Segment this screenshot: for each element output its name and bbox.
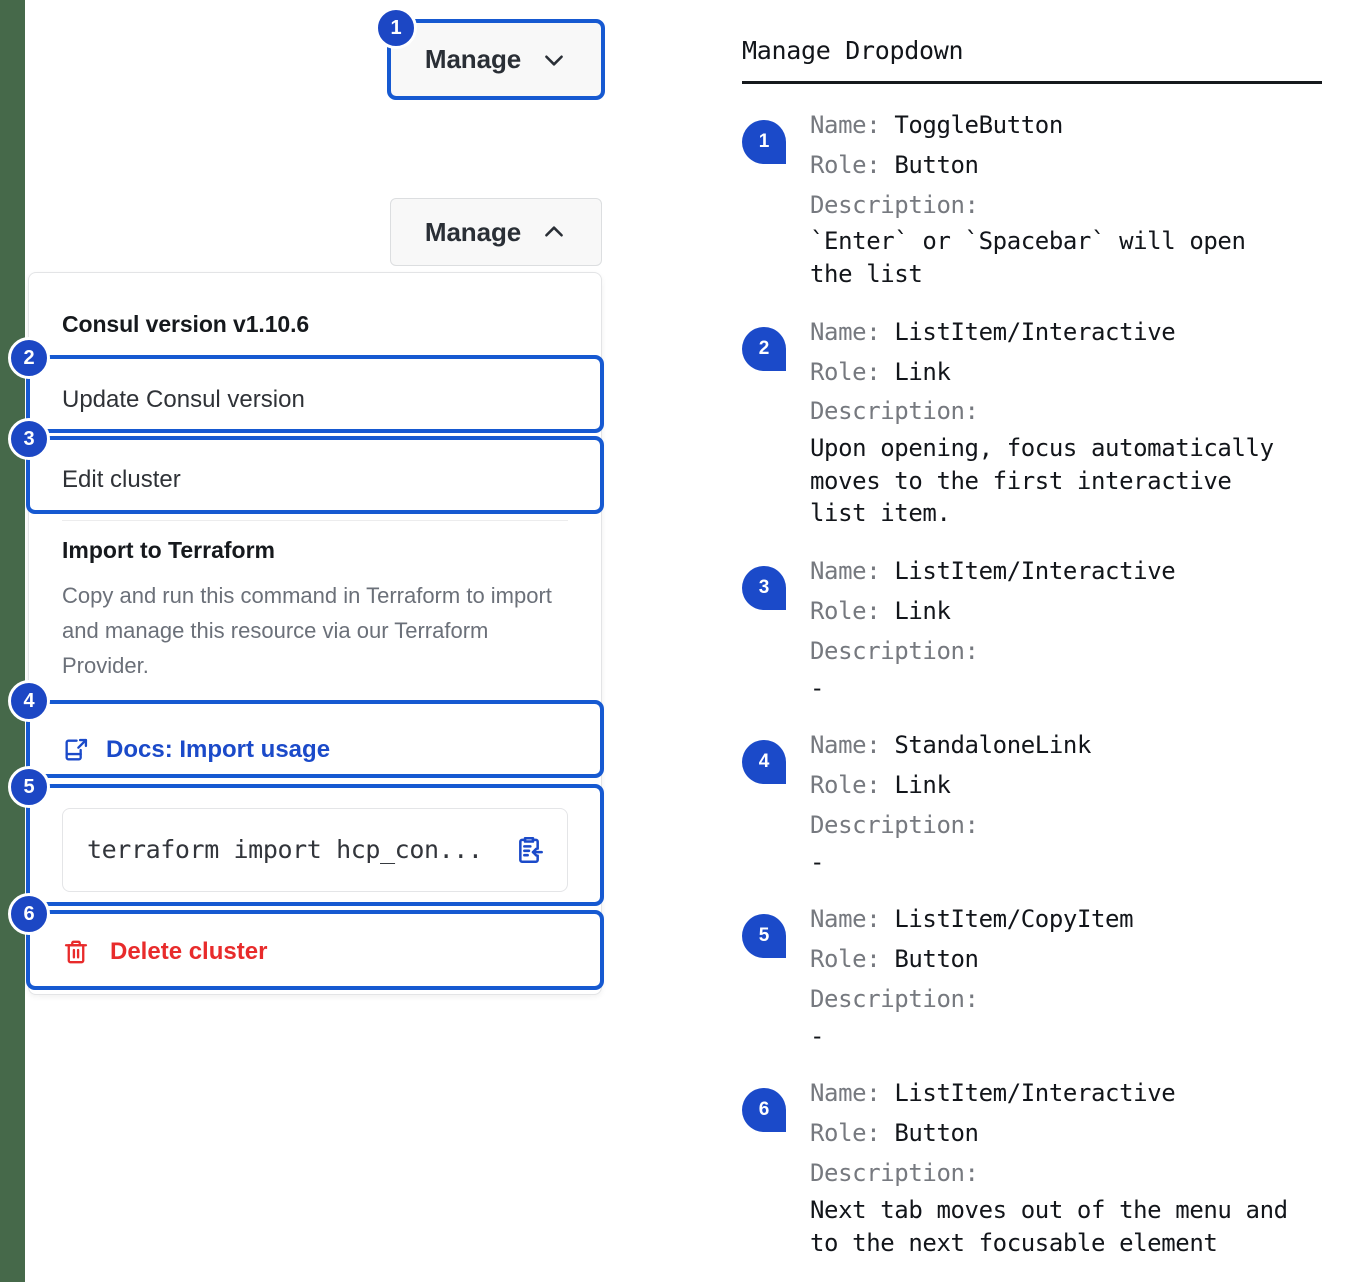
spec-name-label: Name: <box>810 111 881 139</box>
menu-divider <box>62 520 568 521</box>
menu-item-update-consul-version[interactable]: Update Consul version <box>29 360 601 440</box>
spec-description-value: Upon opening, focus automatically moves … <box>810 434 1274 528</box>
annotation-badge-6: 6 <box>8 893 50 935</box>
menu-item-label: Delete cluster <box>110 937 268 965</box>
spec-list-item: 4 Name: StandaloneLink Role: Link Descri… <box>742 726 1322 878</box>
docs-external-link-icon <box>62 736 90 764</box>
dropdown-heading: Consul version v1.10.6 <box>62 311 310 337</box>
spec-role-value: Button <box>894 945 979 974</box>
import-to-terraform-section: Import to Terraform Copy and run this co… <box>29 521 601 710</box>
spec-badge-3: 3 <box>742 566 786 611</box>
spec-badge-5: 5 <box>742 914 786 959</box>
spec-description-label: Description: <box>810 636 979 665</box>
spec-panel-rule <box>742 81 1322 84</box>
spec-role-label: Role: <box>810 1119 881 1148</box>
spec-panel: Manage Dropdown 1 Name: ToggleButton Rol… <box>742 36 1322 1281</box>
spec-role-value: Button <box>894 1119 979 1148</box>
spec-description-label: Description: <box>810 984 979 1013</box>
spec-badge-4: 4 <box>742 740 786 785</box>
clipboard-copy-icon[interactable] <box>513 834 545 866</box>
spec-name-label: Name: <box>810 557 881 586</box>
chevron-down-icon <box>541 47 567 73</box>
spec-badge-2: 2 <box>742 326 786 371</box>
spec-description-label: Description: <box>810 397 979 426</box>
spec-role-value: Link <box>894 771 951 800</box>
spec-role-label: Role: <box>810 771 881 800</box>
menu-item-label: Edit cluster <box>62 466 181 493</box>
manage-toggle-label-expanded: Manage <box>424 216 522 247</box>
dropdown-demo-column: Manage 1 Manage Consul version v1.10.6 U… <box>8 7 605 995</box>
spec-list-item: 5 Name: ListItem/CopyItem Role: Button D… <box>742 900 1322 1052</box>
spec-list-item: 1 Name: ToggleButton Role: Button Descri… <box>742 106 1322 291</box>
spec-list-item: 6 Name: ListItem/Interactive Role: Butto… <box>742 1074 1322 1259</box>
spec-panel-title: Manage Dropdown <box>742 36 964 65</box>
spec-role-value: Button <box>894 150 979 179</box>
trash-icon <box>62 938 90 966</box>
spec-name-value: ListItem/Interactive <box>894 557 1176 586</box>
spec-list-item: 3 Name: ListItem/Interactive Role: Link … <box>742 552 1322 704</box>
spec-name-label: Name: <box>810 905 881 934</box>
copy-command-text: terraform import hcp_con... <box>87 835 483 865</box>
spec-name-label: Name: <box>810 1079 881 1108</box>
copy-command-row: terraform import hcp_con... <box>29 790 601 912</box>
annotation-badge-3: 3 <box>8 418 50 460</box>
annotation-badge-4: 4 <box>8 680 50 722</box>
manage-toggle-button-collapsed[interactable]: Manage <box>390 22 602 97</box>
chevron-up-icon <box>541 219 567 245</box>
spec-role-label: Role: <box>810 596 881 625</box>
spec-name-label: Name: <box>810 731 881 760</box>
spec-description-label: Description: <box>810 190 979 219</box>
page-left-edge <box>0 0 25 1282</box>
menu-item-label: Docs: Import usage <box>106 735 331 763</box>
spec-description-label: Description: <box>810 810 979 839</box>
spec-description-value: - <box>810 673 825 702</box>
manage-toggle-button-expanded[interactable]: Manage <box>390 198 602 266</box>
section-description: Copy and run this command in Terraform t… <box>62 583 552 679</box>
spec-name-value: ListItem/Interactive <box>894 1079 1176 1108</box>
spec-name-label: Name: <box>810 317 881 346</box>
menu-item-edit-cluster[interactable]: Edit cluster <box>29 440 601 520</box>
manage-toggle-label: Manage <box>424 44 522 74</box>
menu-item-docs-import-usage[interactable]: Docs: Import usage <box>29 710 601 790</box>
spec-name-value: StandaloneLink <box>894 731 1092 760</box>
spec-description-label: Description: <box>810 1159 979 1188</box>
spec-badge-6: 6 <box>742 1088 786 1133</box>
annotation-badge-5: 5 <box>8 766 50 808</box>
spec-name-value: ListItem/CopyItem <box>894 905 1134 934</box>
spec-name-value: ToggleButton <box>894 111 1063 139</box>
spec-description-value: Next tab moves out of the menu and to th… <box>810 1195 1288 1257</box>
section-title: Import to Terraform <box>62 537 275 563</box>
spec-description-value: `Enter` or `Spacebar` will open the list <box>810 227 1246 289</box>
spec-role-value: Link <box>894 596 951 625</box>
spec-name-value: ListItem/Interactive <box>894 317 1176 346</box>
spec-list-item: 2 Name: ListItem/Interactive Role: Link … <box>742 313 1322 530</box>
spec-role-label: Role: <box>810 945 881 974</box>
menu-item-delete-cluster[interactable]: Delete cluster <box>29 912 601 992</box>
spec-badge-1: 1 <box>742 120 786 164</box>
spec-description-value: - <box>810 1021 825 1050</box>
spec-role-value: Link <box>894 357 951 386</box>
spec-role-label: Role: <box>810 150 881 179</box>
manage-dropdown-panel: Consul version v1.10.6 Update Consul ver… <box>28 272 602 995</box>
copy-command-field[interactable]: terraform import hcp_con... <box>62 807 568 892</box>
spec-description-value: - <box>810 847 825 876</box>
annotation-badge-2: 2 <box>8 337 50 379</box>
annotation-badge-1: 1 <box>375 7 417 49</box>
spec-role-label: Role: <box>810 357 881 386</box>
menu-item-label: Update Consul version <box>62 386 305 413</box>
